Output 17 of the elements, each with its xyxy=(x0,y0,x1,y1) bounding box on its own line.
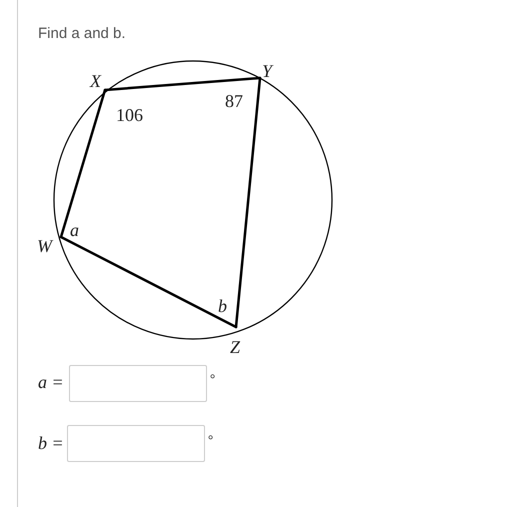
vertex-label: W xyxy=(37,237,52,255)
angle-label: a xyxy=(70,221,79,239)
vertex-label: Y xyxy=(262,62,272,80)
quadrilateral-side xyxy=(234,76,262,328)
quadrilateral-side xyxy=(60,236,238,328)
angle-label: b xyxy=(218,297,227,315)
degree-sign: ° xyxy=(208,433,214,446)
equation-label: b = xyxy=(38,434,64,452)
angle-label: 87 xyxy=(225,92,243,110)
vertex-label: Z xyxy=(230,338,240,356)
degree-sign: ° xyxy=(210,372,216,385)
angle-label: 106 xyxy=(116,106,143,124)
equation-label: a = xyxy=(38,373,64,391)
vertex-label: X xyxy=(90,72,101,90)
quadrilateral-side xyxy=(60,88,106,238)
question-text: Find a and b. xyxy=(38,26,126,41)
quadrilateral-side xyxy=(104,76,262,92)
